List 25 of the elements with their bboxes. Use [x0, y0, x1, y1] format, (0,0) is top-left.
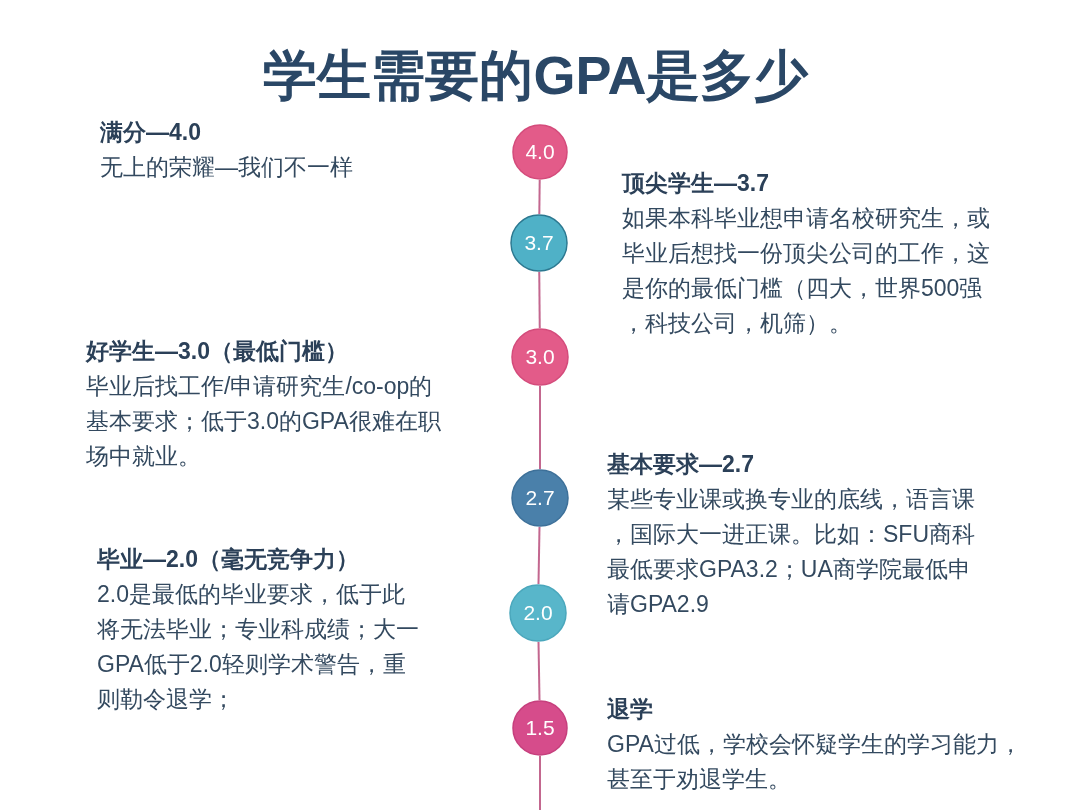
timeline-line [538, 271, 541, 329]
grade-description: GPA过低，学校会怀疑学生的学习能力，甚至于劝退学生。 [607, 730, 1023, 794]
grade-value: 3.7 [524, 231, 554, 255]
title: 学生需要的GPA是多少 [263, 45, 809, 105]
grade-heading: 基本要求—2.7 [607, 450, 754, 479]
timeline-line [539, 385, 541, 470]
timeline-line [538, 179, 541, 215]
grade-heading: 好学生—3.0（最低门槛） [86, 337, 348, 366]
grade-description: 无上的荣耀—我们不一样 [100, 153, 354, 182]
grade-heading: 顶尖学生—3.7 [622, 169, 769, 198]
grade-description: 毕业后找工作/申请研究生/co-op的基本要求；低于3.0的GPA很难在职场中就业。 [86, 372, 442, 471]
grade-heading: 退学 [607, 695, 653, 724]
timeline-line [537, 526, 541, 585]
grade-value: 3.0 [525, 345, 555, 369]
grade-heading: 毕业—2.0（毫无竞争力） [97, 545, 359, 574]
grade-value: 1.5 [525, 716, 555, 740]
grade-description: 2.0是最低的毕业要求，低于此将无法毕业；专业科成绩；大一GPA低于2.0轻则学术警告，重则勒令退学； [97, 580, 420, 714]
grade-value: 2.7 [525, 486, 555, 510]
grade-description: 如果本科毕业想申请名校研究生，或毕业后想找一份顶尖公司的工作，这是你的最低门槛（四大，世界500强，科技公司，机筛）。 [622, 204, 991, 338]
grade-description: 某些专业课或换专业的底线，语言课，国际大一进正课。比如：SFU商科最低要求GPA3.2；UA商学院最低申请GPA2.9 [607, 485, 976, 619]
timeline-line [539, 755, 541, 810]
timeline-line [537, 641, 541, 701]
grade-heading: 满分—4.0 [100, 118, 201, 147]
grade-value: 4.0 [525, 140, 555, 164]
grade-value: 2.0 [523, 601, 553, 625]
